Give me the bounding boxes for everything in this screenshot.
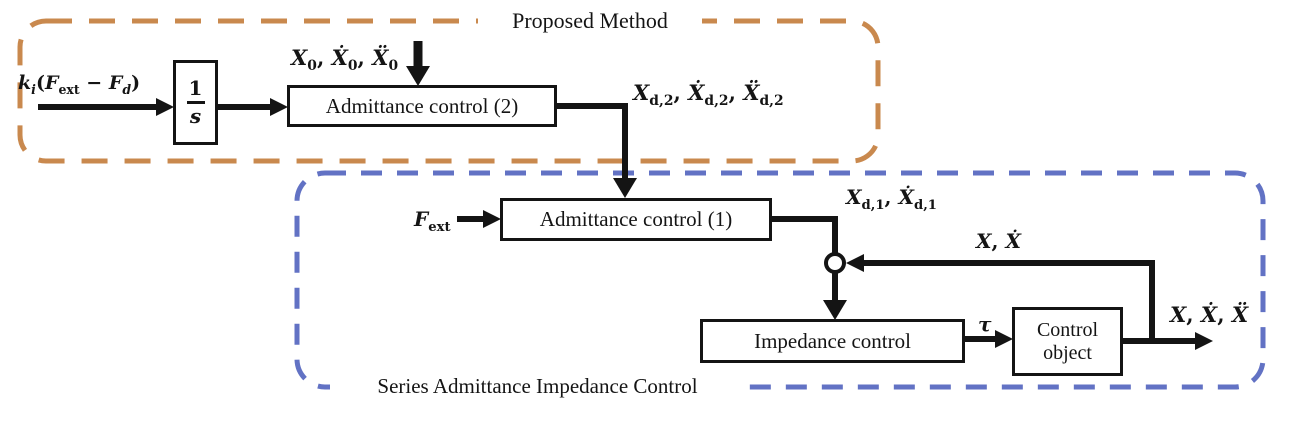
arrowhead [823, 300, 847, 320]
fraction-bar [186, 101, 205, 104]
arrowhead [270, 98, 288, 116]
desired-state-1-label: Xd,1, Ẋd,1 [846, 185, 937, 213]
torque-label: τ [978, 312, 992, 336]
proposed-method-box [17, 18, 881, 164]
control-object-block: Control object [1012, 307, 1123, 376]
junction-node [824, 252, 846, 274]
force-error-label: ki(Fext − Fd) [18, 72, 141, 97]
impedance-control-block: Impedance control [700, 319, 965, 363]
output-state-label: X, Ẋ, Ẍ [1170, 302, 1249, 327]
integrator-block: 1 s [173, 60, 218, 145]
arrowhead [483, 210, 501, 228]
arrowhead [613, 178, 637, 198]
one-over-s-fraction: 1 s [186, 76, 205, 128]
block-label: Control object [1036, 318, 1099, 364]
arrowhead [1195, 332, 1213, 350]
arrowhead [846, 254, 864, 272]
fraction-numerator: 1 [188, 76, 203, 100]
admittance-control-1-block: Admittance control (1) [500, 198, 772, 241]
block-label: Impedance control [754, 328, 911, 353]
external-force-label: Fext [414, 207, 451, 235]
block-label: Admittance control (1) [539, 207, 733, 232]
admittance-control-2-block: Admittance control (2) [287, 85, 557, 127]
arrowhead [406, 66, 430, 86]
arrowhead [156, 98, 174, 116]
series-admittance-title: Series Admittance Impedance Control [330, 374, 745, 399]
feedback-line [863, 260, 1155, 341]
block-label: Admittance control (2) [325, 93, 519, 118]
desired-state-2-label: Xd,2, Ẋd,2, Ẍd,2 [633, 80, 784, 110]
fraction-denominator: s [189, 104, 202, 128]
proposed-method-title: Proposed Method [478, 8, 702, 34]
arrowhead [995, 330, 1013, 348]
arrow-admittance2-to-admittance1 [557, 103, 628, 179]
initial-state-label: X0, Ẋ0, Ẍ0 [291, 45, 399, 75]
feedback-state-label: X, Ẋ [976, 229, 1021, 253]
